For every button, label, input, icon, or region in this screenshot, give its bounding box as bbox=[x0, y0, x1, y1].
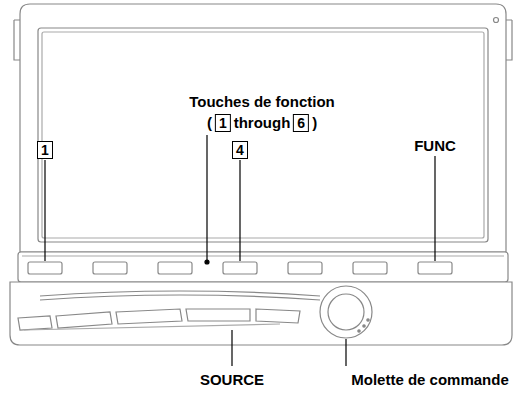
leader-line bbox=[231, 330, 232, 366]
leader-line bbox=[434, 156, 435, 261]
part-label: FUNC bbox=[414, 137, 456, 155]
callout-text: 1 bbox=[219, 115, 227, 131]
callout-text: 6 bbox=[297, 115, 305, 131]
part-label: ) bbox=[312, 114, 317, 132]
function-button bbox=[223, 262, 257, 274]
leader-dot bbox=[205, 260, 209, 264]
function-button bbox=[158, 262, 192, 274]
part-label: SOURCE bbox=[200, 371, 264, 389]
function-button bbox=[288, 262, 322, 274]
part-label: Molette de commande bbox=[351, 371, 509, 389]
callout-text: 4 bbox=[236, 142, 244, 158]
part-label: through bbox=[234, 114, 291, 132]
callout-number: 1 bbox=[215, 114, 231, 132]
leader-line bbox=[44, 160, 45, 261]
chassis bbox=[10, 282, 512, 345]
screen bbox=[38, 28, 488, 242]
leader-line bbox=[345, 339, 346, 366]
callout-number: 6 bbox=[293, 114, 309, 132]
function-button bbox=[418, 262, 452, 274]
function-button bbox=[353, 262, 387, 274]
part-label: ( bbox=[207, 114, 212, 132]
sensor-dot bbox=[494, 18, 499, 23]
part-label: Touches de fonction bbox=[189, 93, 335, 111]
monitor-housing bbox=[20, 4, 506, 252]
function-button bbox=[93, 262, 127, 274]
callout-text: 1 bbox=[41, 142, 49, 158]
callout-number: 1 bbox=[37, 141, 53, 159]
function-button bbox=[28, 262, 62, 274]
leader-line bbox=[206, 135, 207, 262]
callout-number: 4 bbox=[232, 141, 248, 159]
control-knob bbox=[320, 286, 372, 338]
leader-line bbox=[239, 160, 240, 261]
